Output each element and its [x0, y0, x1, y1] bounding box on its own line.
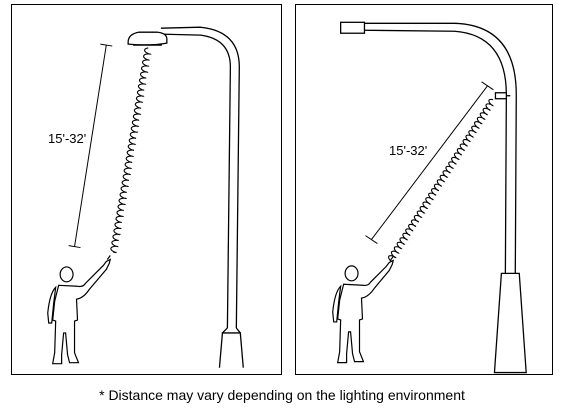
sensor-beam-icon [110, 47, 152, 254]
right-diagram [332, 21, 527, 374]
distance-dimension-line [365, 81, 494, 244]
sensor-beam-icon [388, 98, 494, 263]
distance-label-left: 15'-32' [48, 131, 87, 146]
street-light-icon [127, 26, 244, 368]
left-illustration-panel: 15'-32' [11, 4, 282, 375]
street-light-icon [340, 21, 527, 374]
distance-label-right: 15'-32' [389, 143, 428, 158]
left-diagram [47, 26, 244, 368]
right-illustration-panel: 15'-32' [295, 4, 553, 375]
footnote: * Distance may vary depending on the lig… [99, 387, 465, 403]
distance-dimension-line [68, 43, 113, 249]
person-pointing-icon [332, 256, 395, 364]
person-pointing-icon [47, 255, 112, 365]
